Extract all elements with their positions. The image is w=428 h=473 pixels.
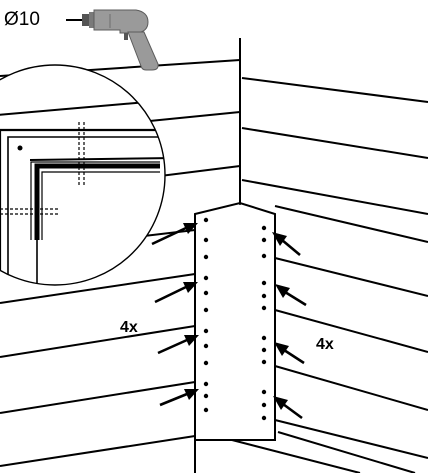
drill-body <box>93 9 149 34</box>
arrowhead <box>183 282 198 293</box>
drill-collar <box>89 12 94 28</box>
arrowhead <box>272 232 287 246</box>
arrowhead <box>274 342 289 356</box>
screw-hole <box>203 343 209 349</box>
right-count-label: 4x <box>316 336 334 353</box>
arrow-right <box>281 239 301 256</box>
arrow-left <box>151 226 187 246</box>
screw-hole <box>203 393 209 399</box>
corner-profile-outer <box>0 128 165 285</box>
right-board-line <box>274 419 428 459</box>
right-board-line <box>274 365 428 411</box>
drill-chuck <box>82 14 90 26</box>
arrow-left <box>157 338 188 355</box>
arrowhead <box>273 396 288 410</box>
left-board-line <box>0 273 196 304</box>
left-board-line <box>0 435 196 467</box>
right-board-line <box>241 179 428 215</box>
right-board-line <box>274 257 428 297</box>
right-board-line <box>231 439 361 473</box>
screw-hole <box>261 402 267 408</box>
screw-hole <box>261 359 267 365</box>
arrowhead <box>184 335 199 346</box>
right-arrows <box>272 232 307 420</box>
left-count-label: 4x <box>120 319 138 336</box>
magnifier-background <box>0 65 165 285</box>
screw-hole <box>203 407 209 413</box>
screw-hole <box>203 360 209 366</box>
detail-board-line <box>0 99 165 121</box>
right-board-line <box>241 77 428 103</box>
screw-hole <box>261 225 267 231</box>
right-board-line <box>274 309 428 353</box>
screw-hole <box>261 415 267 421</box>
arrow-right <box>282 402 303 420</box>
arrow-left <box>154 285 187 304</box>
drill-size-label: Ø10 <box>4 9 40 30</box>
drill-trigger <box>124 33 128 40</box>
screw-hole <box>203 328 209 334</box>
screw-hole <box>203 237 209 243</box>
screw-hole <box>203 381 209 387</box>
screw-hole <box>261 280 267 286</box>
screw-hole <box>203 290 209 296</box>
screw-hole <box>261 293 267 299</box>
screw-hole <box>261 347 267 353</box>
screw-hole <box>261 253 267 259</box>
screw-hole <box>261 389 267 395</box>
right-board-line <box>274 205 428 243</box>
screw-hole <box>203 217 209 223</box>
screw-hole <box>261 335 267 341</box>
bracket-outer-line <box>41 171 160 240</box>
arrow-right <box>283 348 305 365</box>
corner-post <box>194 201 276 441</box>
mounting-bracket <box>34 163 160 240</box>
magnifier-outline <box>0 64 166 286</box>
screw-holes <box>203 217 267 421</box>
corner-profile-inner <box>7 136 165 285</box>
drill-icon <box>66 9 159 71</box>
right-wall-panel <box>231 77 428 473</box>
detail-board-line <box>29 157 165 161</box>
detail-screw <box>17 145 23 151</box>
arrowhead <box>183 223 198 234</box>
screw-hole <box>261 237 267 243</box>
arrowhead <box>184 389 199 400</box>
right-board-line <box>241 127 428 159</box>
left-arrows <box>151 223 199 407</box>
screw-hole <box>203 307 209 313</box>
right-board-line <box>277 431 416 473</box>
screw-hole <box>261 305 267 311</box>
left-board-line <box>0 381 196 414</box>
detail-magnifier <box>0 64 166 286</box>
magnifier-content <box>0 99 165 285</box>
left-board-line <box>0 325 196 358</box>
arrowhead <box>275 284 290 298</box>
arrow-right <box>284 290 307 307</box>
screw-hole <box>203 254 209 260</box>
drill-handle <box>127 31 159 71</box>
arrow-left <box>159 392 188 407</box>
screw-hole <box>203 275 209 281</box>
